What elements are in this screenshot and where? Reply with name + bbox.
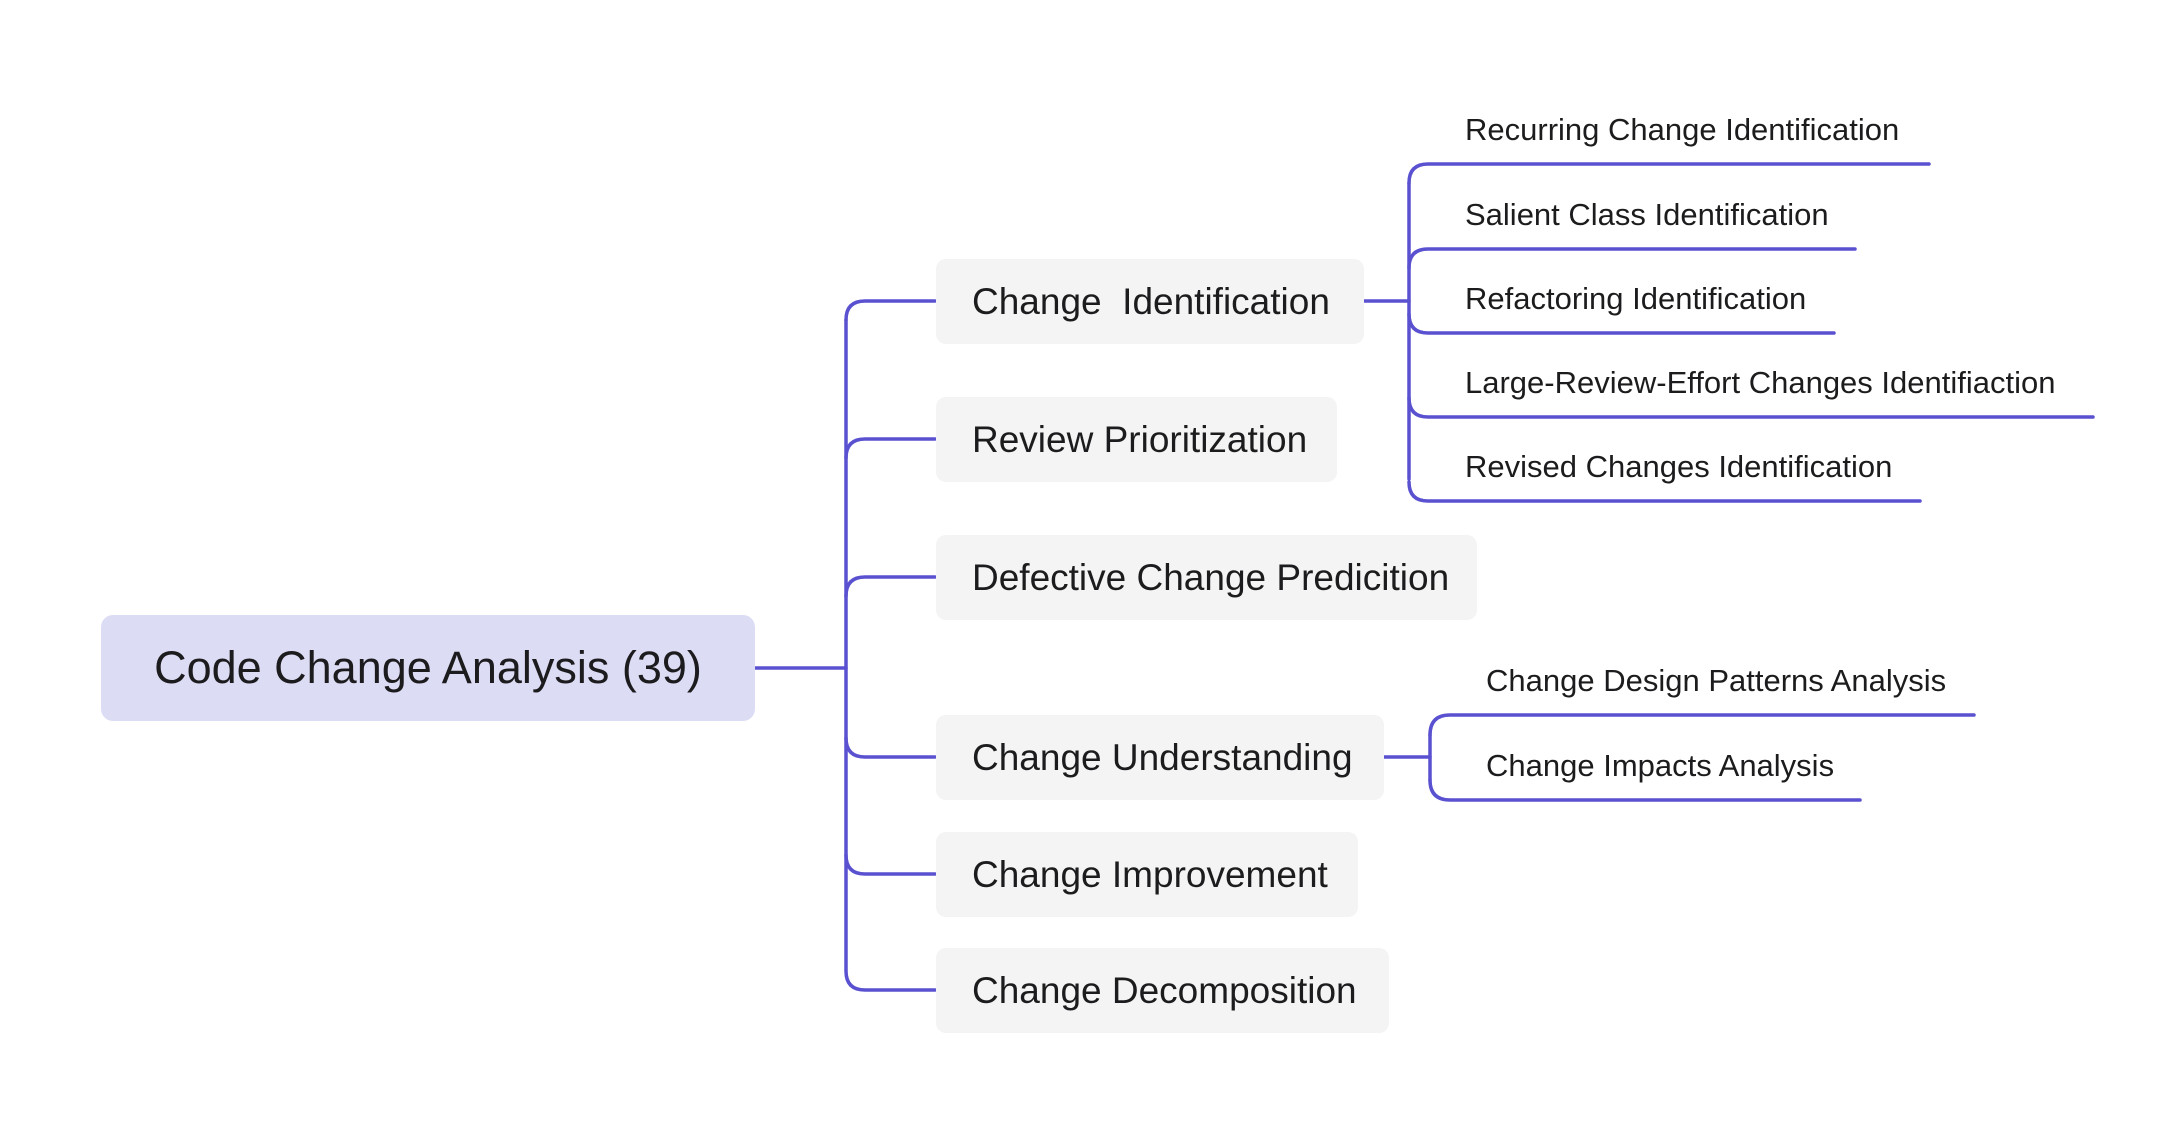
leaf-label: Change Impacts Analysis (1486, 748, 1835, 783)
connector-branch-review-prioritization (844, 437, 937, 460)
node-change-identification[interactable]: Change Identification (936, 259, 1364, 344)
connector-branch-change-improvement (844, 853, 937, 876)
connector-branch-defective-change (844, 575, 937, 598)
leaf-revised-changes-identification[interactable]: Revised Changes Identification (1465, 442, 1892, 492)
node-label: Review Prioritization (972, 418, 1308, 460)
leaf-refactoring-identification[interactable]: Refactoring Identification (1465, 274, 1806, 324)
leaf-label: Salient Class Identification (1465, 197, 1829, 232)
leaf-salient-class-identification[interactable]: Salient Class Identification (1465, 190, 1829, 240)
leaf-label: Recurring Change Identification (1465, 112, 1900, 147)
leaf-recurring-change-identification[interactable]: Recurring Change Identification (1465, 105, 1899, 155)
node-change-decomposition[interactable]: Change Decomposition (936, 948, 1389, 1033)
leaf-label: Revised Changes Identification (1465, 449, 1893, 484)
node-label: Change Understanding (972, 736, 1353, 778)
connector-ci-leaf-5 (1407, 480, 1922, 503)
node-label: Defective Change Predicition (972, 556, 1450, 598)
connector-ci-leaf-3 (1407, 312, 1836, 335)
connector-cu-leaf-2 (1428, 778, 1862, 802)
node-change-improvement[interactable]: Change Improvement (936, 832, 1358, 917)
node-label: Change Decomposition (972, 969, 1357, 1011)
leaf-label: Change Design Patterns Analysis (1486, 663, 1947, 698)
connector-cu-leaf-1 (1428, 713, 1976, 737)
node-change-understanding[interactable]: Change Understanding (936, 715, 1384, 800)
leaf-large-review-effort-changes-identification[interactable]: Large-Review-Effort Changes Identifiacti… (1465, 358, 2055, 408)
node-label: Change Improvement (972, 853, 1328, 895)
leaf-label: Large-Review-Effort Changes Identifiacti… (1465, 365, 2056, 400)
connector-branch-change-understanding (844, 736, 937, 759)
leaf-change-design-patterns-analysis[interactable]: Change Design Patterns Analysis (1486, 656, 1946, 706)
connector-branch-change-identification (844, 299, 937, 322)
node-review-prioritization[interactable]: Review Prioritization (936, 397, 1337, 482)
root-label: Code Change Analysis (39) (154, 642, 702, 693)
leaf-change-impacts-analysis[interactable]: Change Impacts Analysis (1486, 741, 1834, 791)
connector-branch-change-decomposition (844, 969, 937, 992)
leaf-label: Refactoring Identification (1465, 281, 1807, 316)
connector-ci-leaf-2 (1407, 247, 1857, 270)
node-defective-change-predicition[interactable]: Defective Change Predicition (936, 535, 1477, 620)
node-label: Change Identification (972, 280, 1330, 322)
connector-ci-leaf-1 (1407, 162, 1931, 185)
root-node[interactable]: Code Change Analysis (39) (101, 615, 755, 721)
connector-ci-leaf-4 (1407, 396, 2095, 419)
